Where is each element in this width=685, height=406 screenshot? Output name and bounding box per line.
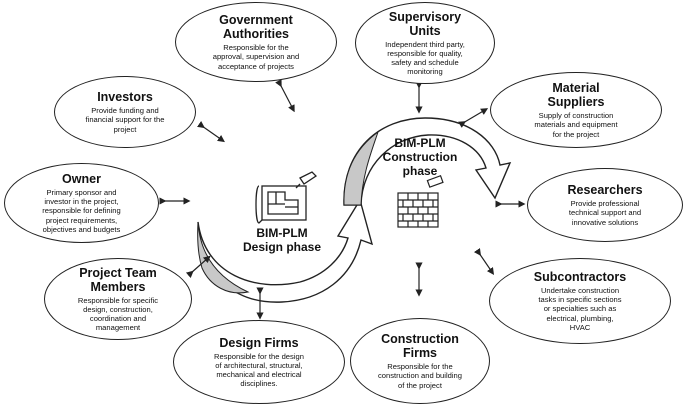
design-firms-node: Design Firms Responsible for the design … [173,320,345,404]
supervisory-title-1: Supervisory [388,9,462,24]
construction-phase-line2: Construction [382,150,458,164]
connector-project-team [185,255,211,279]
material-suppliers-node: Material Suppliers Supply of constructio… [490,72,662,148]
owner-description: Primary sponsor and investor in the proj… [42,187,121,234]
project-team-title-1: Project Team [79,265,157,280]
brick-wall-icon [397,175,444,228]
material-title-2: Suppliers [547,95,605,110]
owner-title: Owner [62,171,101,186]
supervisory-description: Independent third party, responsible for… [385,39,465,77]
construction-phase-line1: BIM-PLM [394,136,446,150]
government-description: Responsible for the approval, supervisio… [212,43,300,71]
construction-firms-title-1: Construction [381,332,459,347]
design-phase-label: BIM-PLM Design phase [242,226,322,254]
investors-title: Investors [97,90,153,105]
design-phase-arrow [197,198,374,303]
construction-phase-arrow [343,117,512,206]
connector-government [275,79,295,113]
connector-investors [196,120,225,143]
subcontractors-node: Subcontractors Undertake construction ta… [489,258,671,344]
connector-subcontractors [473,247,495,275]
investors-description: Provide funding and financial support fo… [85,106,165,134]
design-firms-title: Design Firms [219,335,299,350]
design-firms-description: Responsible for the design of architectu… [214,351,304,389]
construction-phase-label: BIM-PLM Construction phase [380,136,460,178]
researchers-title: Researchers [567,183,643,198]
construction-firms-description: Responsible for the construction and bui… [377,362,462,390]
design-phase-line2: Design phase [242,240,322,254]
supervisory-title-2: Units [409,23,441,38]
connector-material [458,108,489,128]
project-team-title-2: Members [90,279,146,294]
material-title-1: Material [552,81,600,96]
government-title-2: Authorities [223,27,289,42]
subcontractors-title: Subcontractors [533,269,627,284]
subcontractors-description: Undertake construction tasks in specific… [538,285,622,332]
construction-phase-line3: phase [402,164,438,178]
design-phase-line1: BIM-PLM [256,226,308,240]
researchers-node: Researchers Provide professional technic… [527,168,683,242]
government-authorities-node: Government Authorities Responsible for t… [175,2,337,82]
project-team-description: Responsible for specific design, constru… [77,295,159,333]
researchers-description: Provide professional technical support a… [568,199,642,227]
investors-node: Investors Provide funding and financial … [54,76,196,148]
blueprint-icon [255,171,318,224]
project-team-members-node: Project Team Members Responsible for spe… [44,258,192,340]
construction-firms-title-2: Firms [402,346,438,361]
government-title-1: Government [219,13,293,28]
construction-arrow-shade [343,130,379,206]
supervisory-units-node: Supervisory Units Independent third part… [355,2,495,84]
material-description: Supply of construction materials and equ… [534,111,618,139]
owner-node: Owner Primary sponsor and investor in th… [4,163,159,243]
construction-firms-node: Construction Firms Responsible for the c… [350,318,490,404]
